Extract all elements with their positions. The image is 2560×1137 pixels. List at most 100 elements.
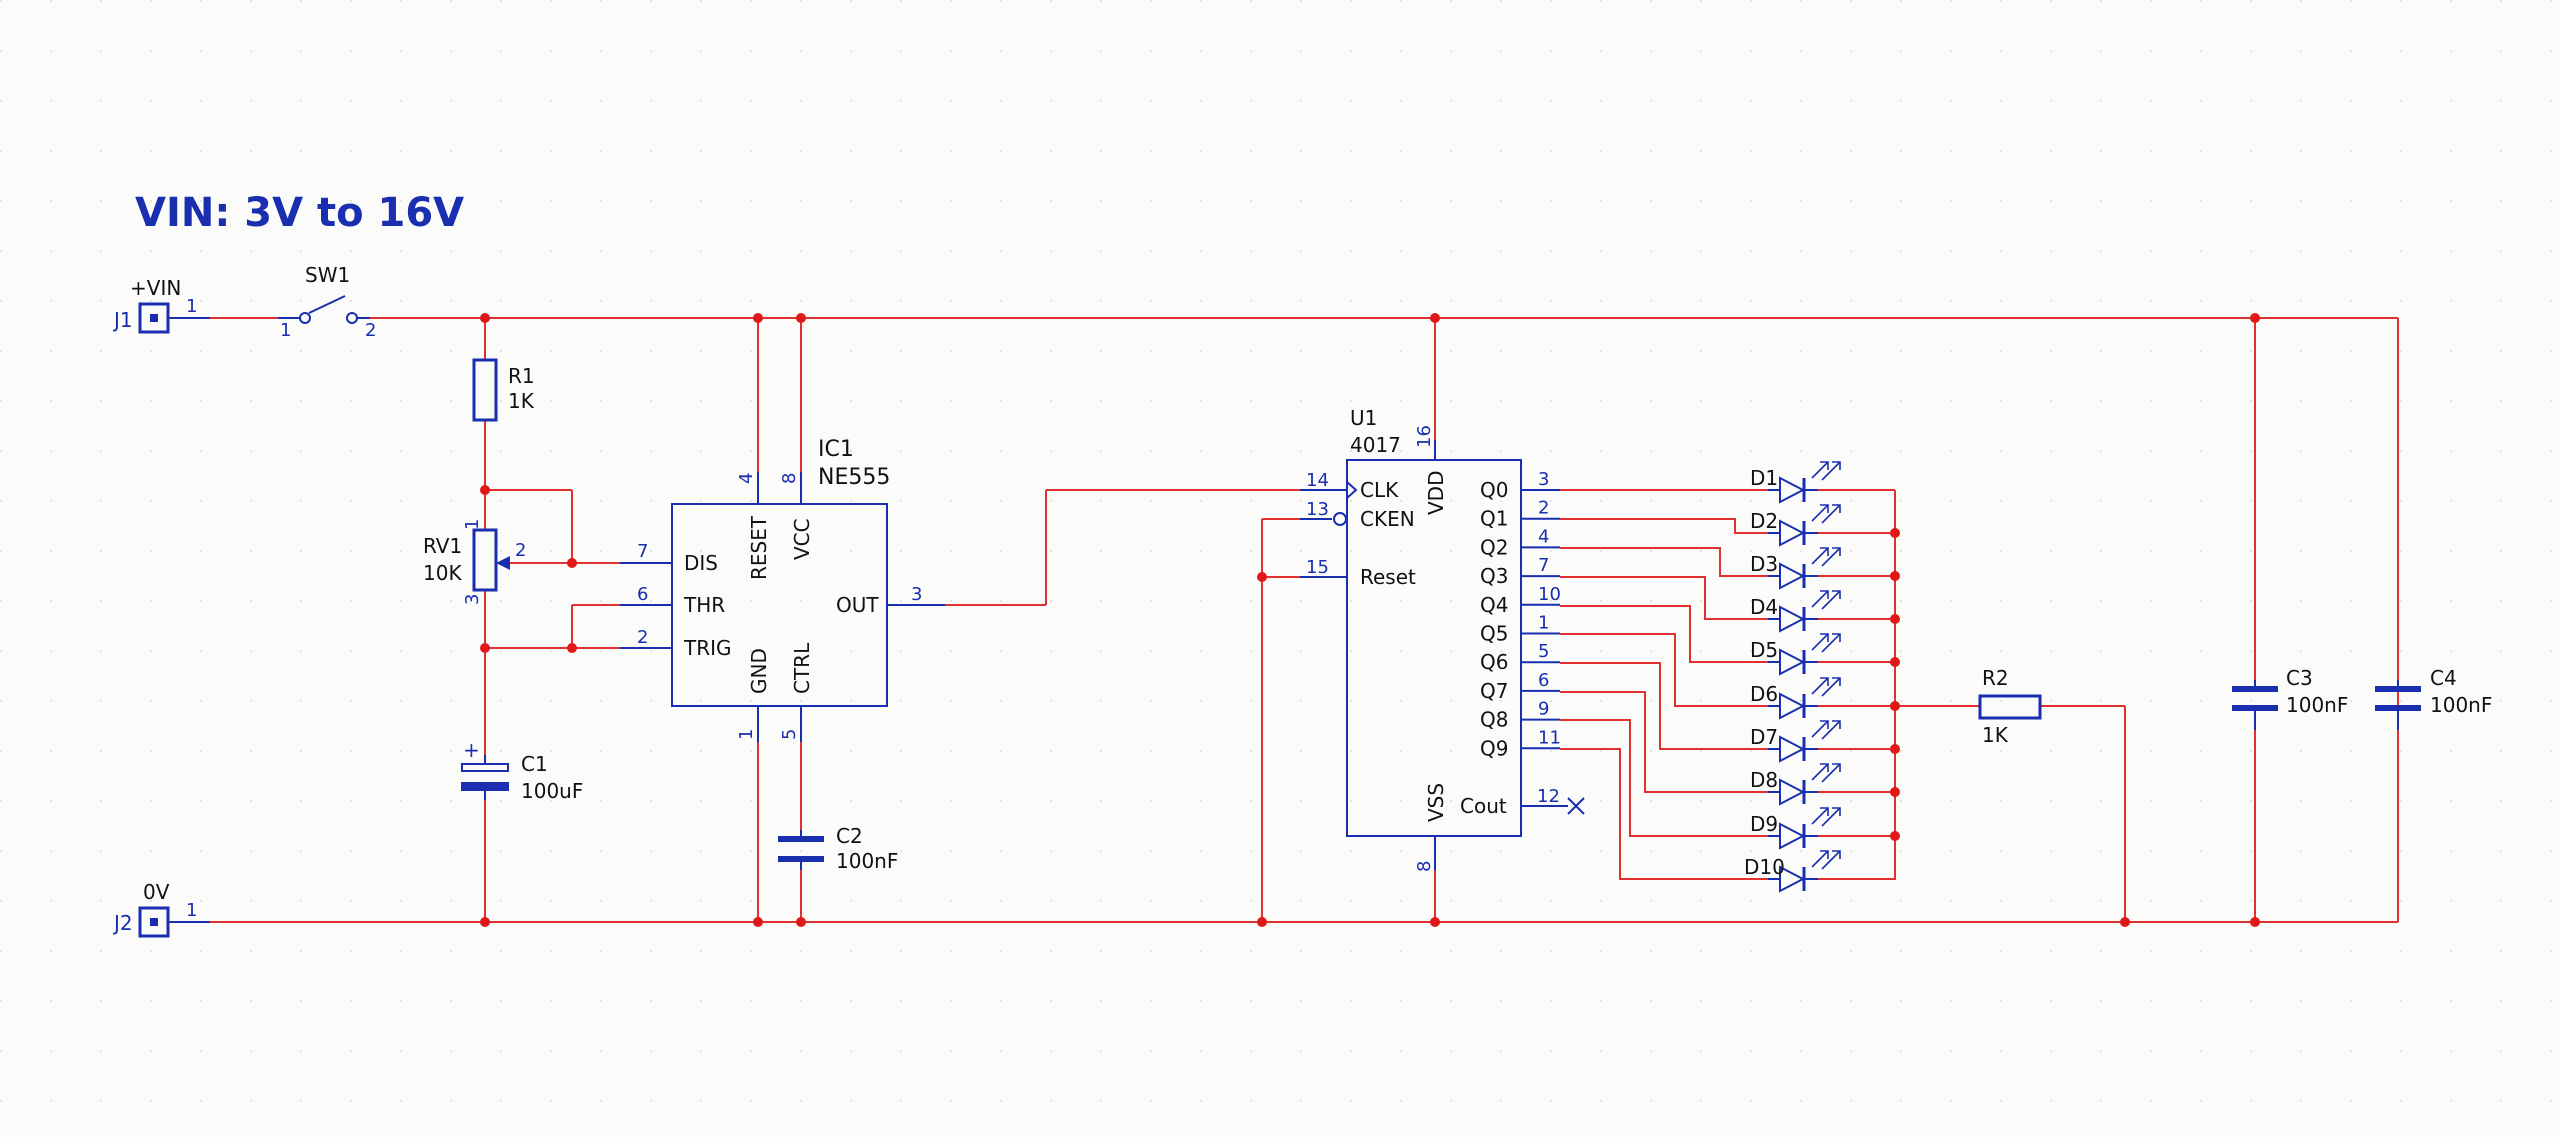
- ic1-pin-vcc-num: 8: [779, 473, 800, 484]
- led[interactable]: D3: [1750, 547, 1841, 590]
- led-ref: D1: [1750, 466, 1778, 490]
- sw1-pin1: 1: [280, 320, 291, 341]
- page-title: VIN: 3V to 16V: [135, 190, 464, 236]
- ic1-ne555[interactable]: IC1 NE555 DIS 7 THR 6 TRIG 2 RESET 4 VCC…: [620, 437, 945, 742]
- u1-output-pin-number: 9: [1538, 699, 1549, 720]
- ic1-pin-ctrl-name: CTRL: [790, 642, 814, 694]
- rv1-pin3: 3: [462, 594, 483, 605]
- r1-ref: R1: [508, 364, 535, 388]
- u1-pin-clk-num: 14: [1306, 470, 1329, 491]
- rv1-pin1: 1: [462, 519, 483, 530]
- led-ref: D8: [1750, 768, 1778, 792]
- led[interactable]: D1: [1750, 461, 1841, 504]
- j2-net: 0V: [143, 880, 170, 904]
- led-ref: D6: [1750, 682, 1778, 706]
- led[interactable]: D8: [1750, 763, 1841, 806]
- ic1-value: NE555: [818, 465, 890, 490]
- ic1-pin-ctrl-num: 5: [779, 729, 800, 740]
- u1-output-pin-name: Q9: [1480, 736, 1508, 760]
- j1-ref: J1: [112, 308, 133, 332]
- potentiometer-rv1[interactable]: RV1 10K 1 2 3: [423, 519, 526, 605]
- sw1-ref: SW1: [305, 263, 350, 287]
- r1-value: 1K: [508, 389, 535, 413]
- u1-output-pin-name: Q2: [1480, 535, 1508, 559]
- u1-pin-vdd-num: 16: [1414, 425, 1435, 448]
- led[interactable]: D10: [1744, 850, 1841, 893]
- capacitor-c1[interactable]: + C1 100uF: [461, 738, 583, 803]
- u1-pin-vss-num: 8: [1414, 861, 1435, 872]
- ic1-pin-dis-name: DIS: [684, 551, 718, 575]
- ic1-pin-out-name: OUT: [836, 593, 879, 617]
- u1-pin-vdd-name: VDD: [1424, 471, 1448, 515]
- u1-output-pin-name: Q4: [1480, 593, 1508, 617]
- connector-j2[interactable]: J2 0V 1: [112, 880, 210, 938]
- ic1-pin-thr-name: THR: [683, 593, 725, 617]
- c1-ref: C1: [521, 752, 548, 776]
- c1-polarity: +: [463, 738, 480, 762]
- ic1-pin-trig-num: 2: [637, 627, 648, 648]
- capacitor-c3[interactable]: C3 100nF: [2232, 666, 2348, 730]
- led[interactable]: D7: [1750, 720, 1841, 763]
- r2-ref: R2: [1982, 666, 2009, 690]
- led[interactable]: D9: [1750, 807, 1841, 850]
- led-ref: D9: [1750, 812, 1778, 836]
- u1-pin-reset-name: Reset: [1360, 565, 1416, 589]
- u1-value: 4017: [1350, 433, 1401, 457]
- ic1-pin-gnd-name: GND: [747, 648, 771, 694]
- switch-sw1[interactable]: SW1 1 2: [278, 263, 376, 341]
- connector-j1[interactable]: J1 +VIN 1: [112, 276, 210, 334]
- ic1-pin-reset-num: 4: [736, 473, 757, 484]
- ic1-pin-vcc-name: VCC: [790, 518, 814, 560]
- u1-output-pin-number: 5: [1538, 641, 1549, 662]
- u1-output-pin-number: 7: [1538, 555, 1549, 576]
- c4-ref: C4: [2430, 666, 2457, 690]
- c2-ref: C2: [836, 824, 863, 848]
- u1-pin-cken-name: CKEN: [1360, 507, 1415, 531]
- ic1-ref: IC1: [818, 437, 854, 462]
- led[interactable]: D6: [1750, 677, 1841, 720]
- rv1-value: 10K: [423, 561, 462, 585]
- led[interactable]: D5: [1750, 633, 1841, 676]
- u1-pin-vss-name: VSS: [1424, 783, 1448, 822]
- c3-value: 100nF: [2286, 693, 2348, 717]
- r2-value: 1K: [1982, 723, 2009, 747]
- ic1-pin-reset-name: RESET: [747, 515, 771, 580]
- junctions: [480, 313, 2260, 927]
- c2-value: 100nF: [836, 849, 898, 873]
- u1-pin-reset-num: 15: [1306, 557, 1329, 578]
- u1-output-pin-number: 10: [1538, 584, 1561, 605]
- led-ref: D3: [1750, 552, 1778, 576]
- c3-ref: C3: [2286, 666, 2313, 690]
- u1-4017[interactable]: U1 4017 CLK 14 CKEN 13 Reset 15 VDD 16 V…: [1300, 406, 1585, 872]
- led[interactable]: D4: [1750, 590, 1841, 633]
- u1-output-pin-name: Q0: [1480, 478, 1508, 502]
- u1-output-pin-number: 3: [1538, 469, 1549, 490]
- resistor-r2[interactable]: R2 1K: [1978, 666, 2042, 747]
- u1-output-pin-name: Q5: [1480, 622, 1508, 646]
- ic1-pin-out-num: 3: [911, 584, 922, 605]
- c1-value: 100uF: [521, 779, 583, 803]
- u1-pin-cout-num: 12: [1537, 786, 1560, 807]
- u1-output-pin-number: 6: [1538, 670, 1549, 691]
- u1-output-pin-number: 11: [1538, 727, 1561, 748]
- u1-pin-cken-num: 13: [1306, 499, 1329, 520]
- led[interactable]: D2: [1750, 504, 1841, 547]
- u1-output-pin-number: 4: [1538, 526, 1549, 547]
- u1-pin-cout-name: Cout: [1460, 794, 1507, 818]
- rv1-ref: RV1: [423, 534, 462, 558]
- u1-output-pin-name: Q8: [1480, 708, 1508, 732]
- u1-pin-clk-name: CLK: [1360, 478, 1399, 502]
- capacitor-c2[interactable]: C2 100nF: [778, 824, 898, 873]
- resistor-r1[interactable]: R1 1K: [472, 358, 535, 422]
- u1-output-pin-name: Q7: [1480, 679, 1508, 703]
- sw1-pin2: 2: [365, 320, 376, 341]
- ic1-pin-gnd-num: 1: [736, 729, 757, 740]
- led-ref: D4: [1750, 595, 1778, 619]
- led-ref: D10: [1744, 855, 1785, 879]
- ic1-pin-trig-name: TRIG: [683, 636, 732, 660]
- capacitor-c4[interactable]: C4 100nF: [2375, 666, 2492, 730]
